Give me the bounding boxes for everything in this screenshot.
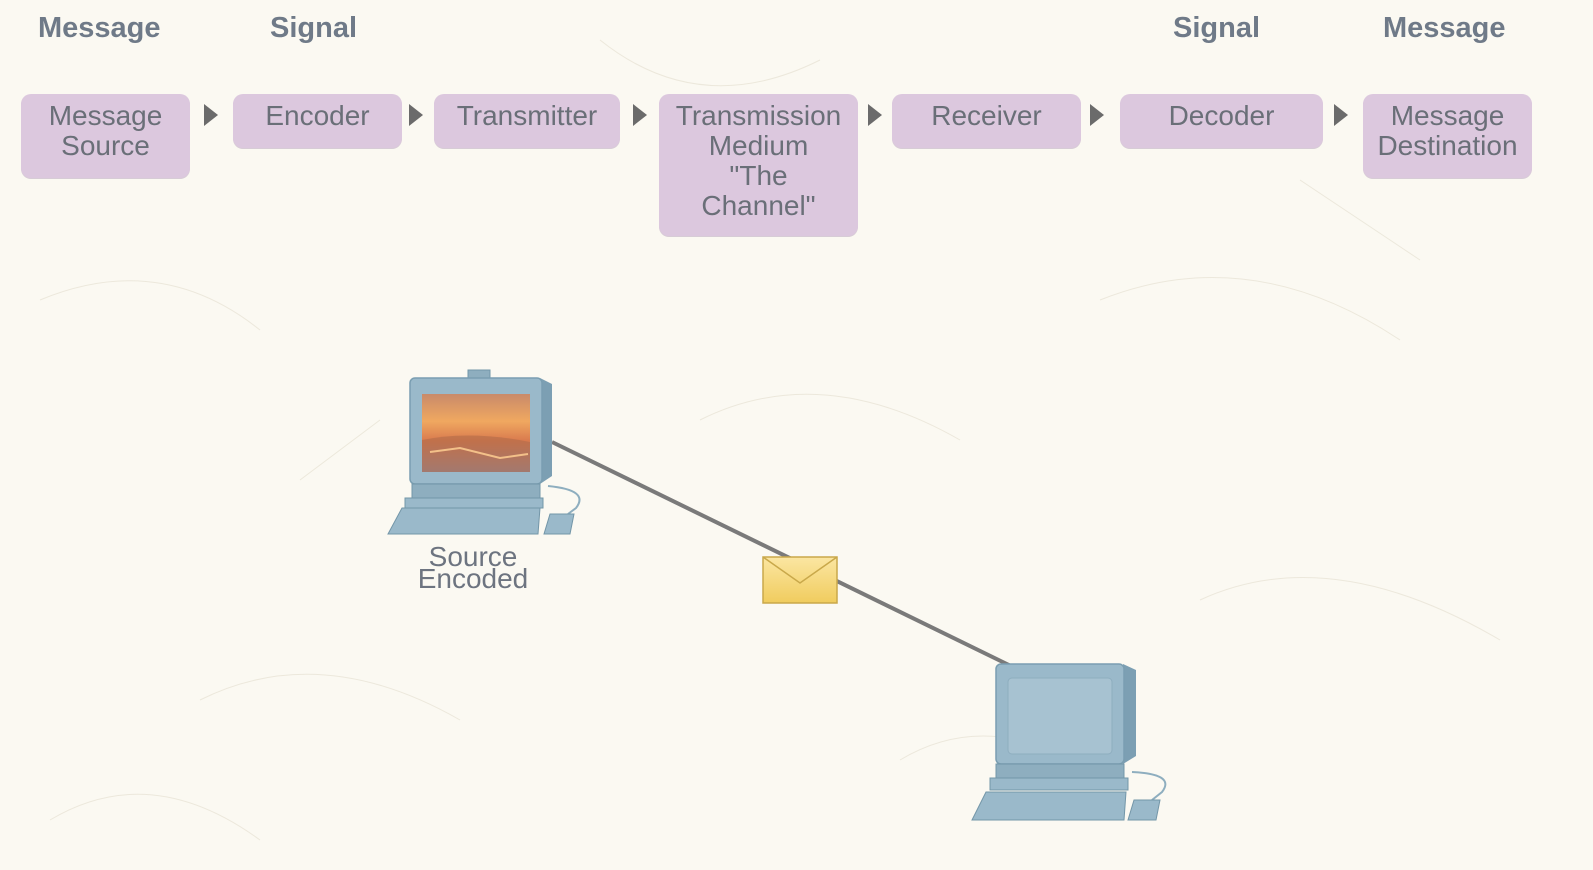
source-computer-icon[interactable] <box>387 369 581 535</box>
envelope-icon[interactable] <box>762 556 838 604</box>
stage-message-destination: Message Destination <box>1363 94 1532 178</box>
stage-receiver: Receiver <box>892 94 1081 148</box>
flow-arrow <box>868 104 882 126</box>
destination-computer-icon[interactable] <box>971 663 1167 821</box>
destination-message-heading: Message <box>1383 12 1506 44</box>
source-message-heading: Message <box>38 12 161 44</box>
flow-arrow <box>1090 104 1104 126</box>
source-signal-heading: Signal <box>270 12 358 44</box>
source-label-line1: Source <box>428 541 518 572</box>
source-label-line2: Encoded <box>417 563 529 594</box>
stage-transmitter: Transmitter <box>434 94 620 148</box>
stage-encoder: Encoder <box>233 94 402 148</box>
stage-message-source: Message Source <box>21 94 190 178</box>
flow-arrow <box>1334 104 1348 126</box>
network-link-cable <box>551 440 1016 670</box>
flow-arrow <box>409 104 423 126</box>
stage-decoder: Decoder <box>1120 94 1323 148</box>
flow-arrow <box>204 104 218 126</box>
stage-transmission-medium: Transmission Medium "The Channel" <box>659 94 858 236</box>
destination-signal-heading: Signal <box>1173 12 1261 44</box>
flow-arrow <box>633 104 647 126</box>
source-computer-label: Source Encoded <box>412 541 534 594</box>
